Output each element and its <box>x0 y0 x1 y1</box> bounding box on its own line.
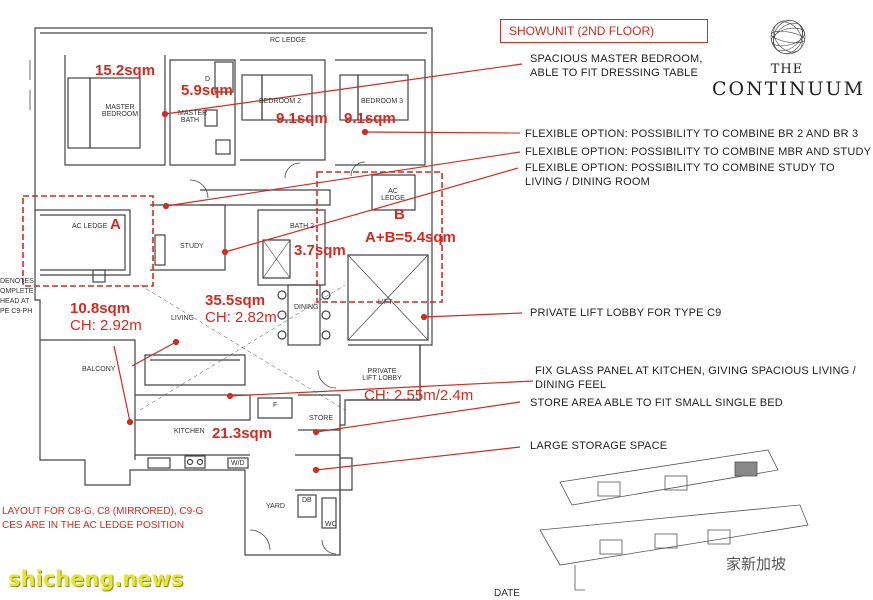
left-note-3: HEAD AT <box>0 298 30 305</box>
bottom-note-1: LAYOUT FOR C8-G, C8 (MIRRORED), C9-G <box>2 506 204 517</box>
room-bedroom2: BEDROOM 2 <box>259 98 302 105</box>
bottom-note-2: CES ARE IN THE AC LEDGE POSITION <box>2 520 185 531</box>
room-rc-ledge: RC LEDGE <box>270 37 306 44</box>
left-note-4: PE C9-PH <box>0 308 33 315</box>
room-bedroom3: BEDROOM 3 <box>361 98 404 105</box>
area-living-ch: CH: 2.82m <box>205 309 277 326</box>
room-store: STORE <box>309 415 333 422</box>
left-note-1: DENOTES <box>0 278 34 285</box>
label-a: A <box>110 216 121 233</box>
room-living: LIVING <box>171 315 194 322</box>
room-master-bath: MASTER BATH <box>178 110 208 124</box>
room-study: STUDY <box>180 243 204 250</box>
annotation-store: STORE AREA ABLE TO FIT SMALL SINGLE BED <box>530 397 783 409</box>
site-plan-icon <box>539 449 809 591</box>
area-master: 15.2sqm <box>95 62 156 79</box>
area-bath: 5.9sqm <box>181 82 233 99</box>
annotation-master-1: SPACIOUS MASTER BEDROOM, <box>530 53 703 65</box>
annotation-lift-lobby: PRIVATE LIFT LOBBY FOR TYPE C9 <box>530 307 722 319</box>
brand-line1: THE <box>770 62 804 77</box>
area-living: 35.5sqm <box>205 292 266 309</box>
annotation-br2-br3: FLEXIBLE OPTION: POSSIBILITY TO COMBINE … <box>525 128 859 140</box>
annotation-study-living-1: FLEXIBLE OPTION: POSSIBILITY TO COMBINE … <box>525 162 835 174</box>
annotation-study-living-2: LIVING / DINING ROOM <box>525 176 651 188</box>
room-balcony: BALCONY <box>82 366 116 373</box>
area-br3: 9.1sqm <box>344 110 396 127</box>
room-master-bedroom: MASTER BEDROOM <box>101 104 139 118</box>
room-yard: YARD <box>266 503 285 510</box>
area-lobby-ch: CH: 2.55m/2.4m <box>364 387 474 404</box>
annotation-glass-1: FIX GLASS PANEL AT KITCHEN, GIVING SPACI… <box>535 365 856 377</box>
room-wc: WC <box>325 521 337 528</box>
area-balcony-ch: CH: 2.92m <box>70 317 142 334</box>
label-b: B <box>394 206 405 223</box>
room-private-lift-lobby: PRIVATE LIFT LOBBY <box>362 368 402 382</box>
room-lift: LIFT <box>378 299 393 306</box>
brand-line2: CONTINUUM <box>712 78 866 100</box>
showunit-label: SHOWUNIT (2ND FLOOR) <box>500 19 708 43</box>
room-kitchen: KITCHEN <box>174 428 205 435</box>
area-bath2: 3.7sqm <box>294 242 346 259</box>
area-ab: A+B=5.4sqm <box>365 229 456 246</box>
room-ac-ledge-a: AC LEDGE <box>72 223 108 230</box>
annotation-mbr-study: FLEXIBLE OPTION: POSSIBILITY TO COMBINE … <box>525 146 872 158</box>
annotation-glass-2: DINING FEEL <box>535 379 607 391</box>
room-ac-ledge-b: AC LEDGE <box>381 188 405 202</box>
date-fragment: DATE <box>494 588 520 599</box>
room-d: D <box>205 76 211 83</box>
room-f: F <box>273 402 278 409</box>
brand-logo-icon <box>770 19 806 55</box>
annotation-master-2: ABLE TO FIT DRESSING TABLE <box>530 67 699 79</box>
room-db: DB <box>302 497 312 504</box>
left-note-2: OMPLETE <box>0 288 34 295</box>
area-kitchen: 21.3sqm <box>212 425 273 442</box>
annotation-storage: LARGE STORAGE SPACE <box>530 440 668 452</box>
brand-name: THE CONTINUUM <box>712 62 866 100</box>
area-balcony: 10.8sqm <box>70 300 131 317</box>
wechat-label: 家新加坡 <box>726 555 787 573</box>
room-dining: DINING <box>294 304 319 311</box>
room-bath2: BATH 2 <box>290 223 314 230</box>
area-br2: 9.1sqm <box>276 110 328 127</box>
watermark: shicheng.news <box>8 567 184 591</box>
room-wd: W/D <box>231 460 245 467</box>
